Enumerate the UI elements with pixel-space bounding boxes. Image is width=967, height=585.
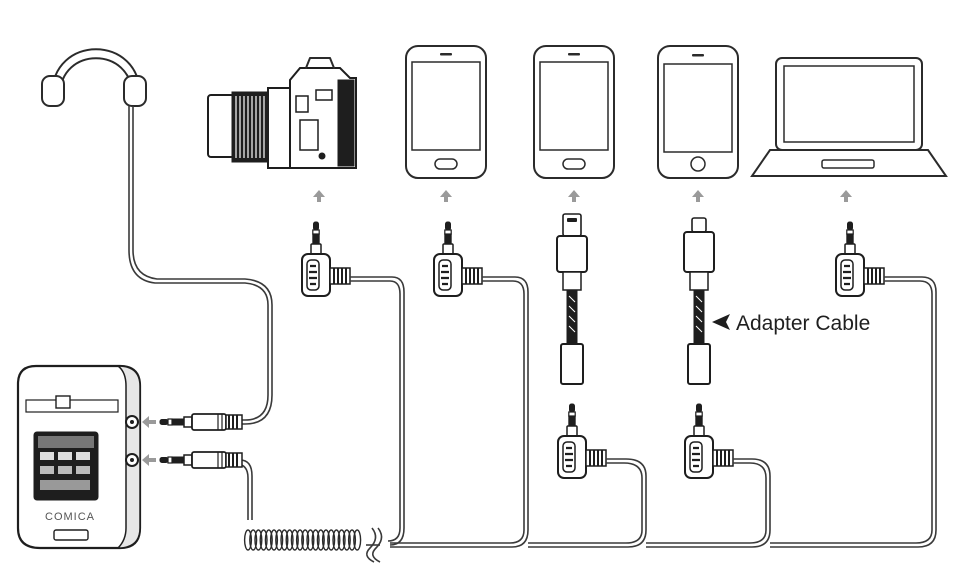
coil-loop (327, 529, 336, 551)
adapter-cable-callout: Adapter Cable (712, 312, 870, 335)
arrow-left-icon (142, 454, 156, 466)
coil-loop (275, 529, 284, 551)
coil-loop (316, 529, 325, 551)
coil-loop (264, 529, 273, 551)
trs-plug-icon (432, 220, 484, 298)
coil-loop (269, 529, 279, 551)
coil-loop (311, 529, 320, 551)
usb-c-plug-icon (556, 213, 588, 385)
trs-plug-icon (556, 402, 608, 480)
arrow-up-icon (692, 190, 704, 202)
coil-loop (280, 529, 289, 551)
coil-loop (290, 529, 299, 551)
adapter-cable-label: Adapter Cable (736, 312, 870, 335)
coil-loop (243, 529, 253, 551)
coil-loop (306, 529, 315, 551)
lightning-plug-icon (683, 217, 715, 385)
trs-plug-icon (159, 451, 243, 469)
arrow-up-icon (440, 190, 452, 202)
trs-plug-icon (683, 402, 735, 480)
arrow-up-icon (568, 190, 580, 202)
iphone-icon (657, 45, 739, 179)
coil-loop (321, 529, 331, 551)
coil-loop (342, 529, 351, 551)
arrow-up-icon (313, 190, 325, 202)
coil-loop (353, 529, 362, 551)
laptop-icon (750, 57, 948, 177)
headphones-icon (41, 48, 273, 425)
arrow-up-icon (840, 190, 852, 202)
coil-loop (332, 529, 341, 551)
coil-loop (259, 529, 268, 551)
trs-plug-icon (159, 413, 243, 431)
trs-plug-icon (300, 220, 352, 298)
smartphone-icon (533, 45, 615, 179)
coil-loop (249, 529, 258, 551)
coil-loop (295, 529, 305, 551)
smartphone-icon (405, 45, 487, 179)
brand-label: COMICA (45, 511, 95, 523)
trs-plug-icon (834, 220, 886, 298)
coiled-cable (235, 459, 383, 563)
coil-loop (285, 529, 294, 551)
coil-loop (347, 529, 357, 551)
wireless-receiver-icon: COMICA (16, 364, 142, 550)
camera-icon (207, 57, 357, 169)
coil-loop (254, 529, 263, 551)
arrow-left-icon (142, 416, 156, 428)
coil-loop (301, 529, 310, 551)
coil-loop (337, 529, 346, 551)
cable-routing (350, 276, 937, 548)
